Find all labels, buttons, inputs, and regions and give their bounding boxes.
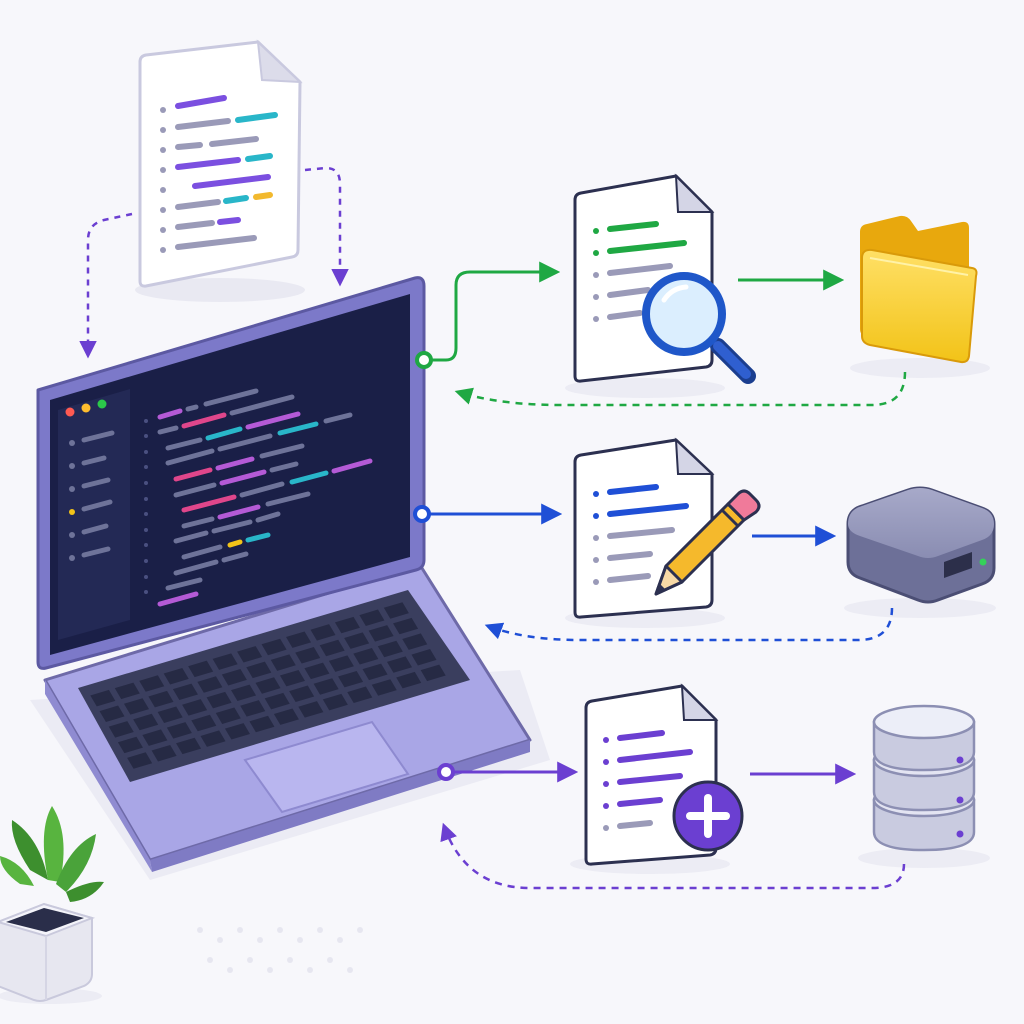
keyboard-key: [261, 638, 287, 656]
keyboard-key: [310, 624, 336, 641]
floor-dots-decoration: [197, 927, 363, 973]
keyboard-key: [212, 653, 238, 670]
keyboard-key: [396, 671, 422, 689]
keyboard-key: [344, 632, 370, 649]
code-lines: [157, 388, 373, 607]
keyboard-key: [139, 675, 165, 692]
editor-sidebar: [58, 389, 130, 640]
keyboard-key: [304, 662, 330, 680]
keyboard-key: [319, 639, 345, 657]
keyboard-key: [368, 625, 394, 642]
folder-icon: [850, 215, 990, 378]
keyboard-key: [123, 698, 150, 715]
potted-plant-icon: [0, 806, 104, 1004]
keyboard-key: [246, 661, 272, 679]
keyboard-key: [182, 699, 208, 716]
keyboard-key: [420, 664, 446, 682]
laptop-code-editor-icon: [30, 276, 550, 880]
keyboard-key: [313, 678, 339, 695]
source-to-laptop-right-arrow: [304, 166, 349, 287]
document-search-icon: [565, 173, 756, 398]
keyboard-key: [148, 690, 174, 708]
keyboard-key: [176, 737, 202, 755]
laptop-screen: [50, 294, 410, 655]
keyboard-key: [338, 670, 364, 688]
keyboard-key: [90, 689, 116, 707]
keyboard-key: [328, 655, 354, 672]
keyboard-key: [142, 729, 168, 746]
read-flow-connector-dot: [415, 351, 433, 369]
keyboard-key: [99, 705, 125, 722]
pencil-icon: [654, 489, 761, 596]
database-to-laptop-return-arrow: [440, 822, 906, 890]
keyboard-key: [286, 631, 312, 648]
laptop-to-search-arrow: [432, 261, 561, 362]
keyboard-key: [221, 668, 247, 686]
keyboard-key: [273, 708, 299, 725]
keyboard-key: [127, 752, 153, 769]
keyboard-key: [255, 677, 281, 694]
keyboard-key: [206, 691, 232, 709]
keyboard-key: [377, 640, 403, 658]
document-edit-icon: [565, 437, 761, 628]
keyboard-key: [166, 722, 192, 739]
keyboard-key: [172, 683, 198, 701]
hard-drive-icon: [844, 486, 996, 618]
keyboard-key: [157, 706, 183, 723]
create-flow-connector-dot: [437, 763, 455, 781]
keyboard-key: [224, 723, 250, 740]
keyboard-key: [362, 663, 388, 681]
keyboard-key: [249, 715, 275, 733]
keyboard-key: [240, 700, 266, 717]
keyboard-key: [322, 693, 348, 711]
keyboard-key: [117, 736, 143, 754]
keyboard-key: [215, 707, 241, 724]
source-to-laptop-left-arrow: [79, 212, 133, 359]
keyboard-key: [108, 721, 134, 738]
keyboard-key: [386, 656, 413, 673]
keyboard-key: [353, 648, 379, 665]
keyboard-key: [231, 684, 257, 702]
folder-to-laptop-return-arrow: [454, 371, 907, 407]
write-flow-connector-dot: [413, 505, 431, 523]
magnifying-glass-icon: [642, 272, 756, 384]
keyboard-keys: [90, 602, 446, 769]
keyboard-key: [289, 685, 315, 703]
document-code-icon: [135, 39, 305, 302]
keyboard-key: [200, 730, 226, 747]
keyboard-key: [270, 654, 296, 671]
keyboard-key: [393, 617, 419, 635]
keyboard-key: [133, 713, 159, 731]
keyboard-key: [359, 609, 385, 626]
keyboard-key: [402, 633, 428, 650]
keyboard-key: [411, 649, 437, 666]
database-icon: [858, 704, 990, 868]
keyboard-key: [371, 679, 397, 696]
document-add-icon: [570, 683, 744, 874]
keyboard-key: [197, 676, 223, 693]
trackpad: [243, 720, 410, 814]
keyboard-key: [237, 646, 263, 663]
keyboard-key: [295, 647, 321, 664]
keyboard-key: [383, 602, 409, 619]
drive-to-laptop-return-arrow: [484, 607, 894, 642]
keyboard-key: [163, 667, 189, 685]
keyboard-key: [191, 714, 217, 732]
keyboard-key: [188, 660, 214, 678]
keyboard-key: [114, 682, 140, 700]
keyboard-key: [298, 701, 324, 718]
keyboard-key: [347, 686, 373, 704]
plus-icon: [672, 780, 744, 852]
keyboard-key: [151, 745, 177, 762]
keyboard-key: [334, 616, 360, 634]
keyboard-key: [279, 669, 305, 687]
keyboard-key: [264, 692, 290, 710]
